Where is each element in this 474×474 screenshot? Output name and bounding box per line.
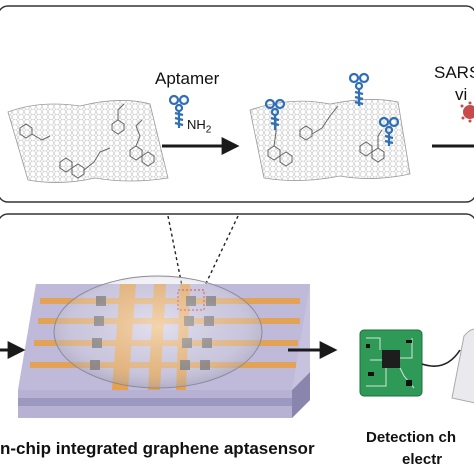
graphene-chip (18, 275, 310, 418)
graphene-sheet-left (7, 100, 169, 183)
virus-label: vi (455, 85, 468, 104)
detection-label-line2: electr (402, 451, 443, 468)
bottom-panel-border (0, 213, 474, 220)
sensor-caption: n-chip integrated graphene aptasensor (0, 439, 315, 458)
detection-device (451, 328, 474, 404)
sars-label: SARS (434, 63, 474, 82)
virus-icon (460, 101, 474, 123)
graphene-sheet-right (249, 72, 411, 181)
cable (421, 349, 461, 367)
nh2-base: NH (187, 117, 206, 132)
aptamer-label: Aptamer (155, 69, 220, 88)
aptamer-icon (168, 94, 190, 128)
top-panel-border (0, 5, 474, 203)
detection-label-line1: Detection ch (366, 429, 457, 446)
pcb-board-icon (359, 329, 423, 397)
nh2-label: NH2 (187, 118, 211, 136)
nh2-subscript: 2 (205, 124, 212, 136)
droplet-dome (53, 275, 263, 389)
